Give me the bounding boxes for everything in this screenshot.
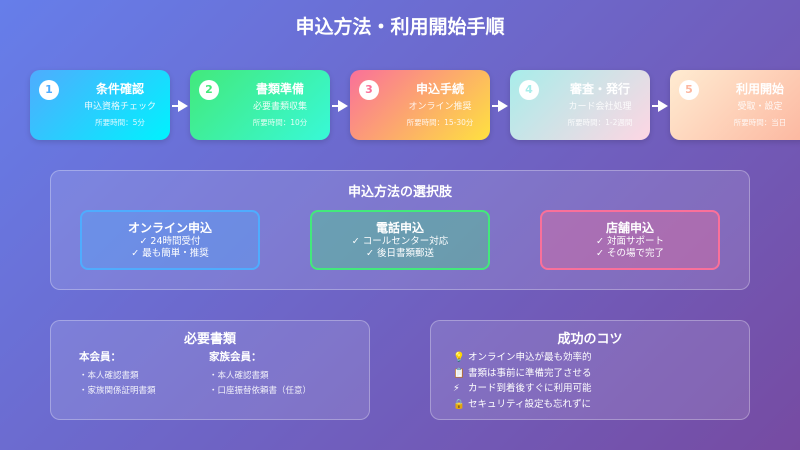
clipboard-icon: 📋 (453, 367, 465, 379)
main-member-docs: 本会員： ・本人確認書類 ・家族関係証明書類 (79, 349, 156, 399)
arrow-right-icon (652, 97, 668, 112)
main-member-heading: 本会員： (79, 351, 121, 363)
option-feature: ✓ コールセンター対応 (351, 236, 449, 247)
step-subtitle: 必要書類収集 (252, 102, 307, 112)
family-member-heading: 家族会員： (209, 351, 262, 363)
step-subtitle: カード会社処理 (568, 102, 632, 112)
family-member-docs: 家族会員： ・本人確認書類 ・口座振替依頼書（任意） (209, 349, 311, 399)
tip-item: 💡 オンライン申込が最も効率的 (453, 350, 592, 366)
step-2: 2 書類準備 必要書類収集 所要時間：10分 (190, 70, 330, 140)
option-feature: ✓ 後日書類郵送 (366, 248, 434, 259)
step-time: 所要時間：5分 (95, 118, 145, 127)
step-1: 1 条件確認 申込資格チェック 所要時間：5分 (30, 70, 170, 140)
step-subtitle: 申込資格チェック (83, 102, 156, 112)
step-5: 5 利用開始 受取・設定 所要時間：当日 (670, 70, 800, 140)
step-4: 4 審査・発行 カード会社処理 所要時間：1-2週間 (510, 70, 650, 140)
step-number: 2 (199, 80, 219, 100)
option-feature: ✓ 24時間受付 (139, 236, 201, 247)
tip-text: オンライン申込が最も効率的 (468, 352, 592, 363)
option-card: 電話申込✓ コールセンター対応✓ 後日書類郵送 (310, 210, 490, 270)
step-number: 3 (359, 80, 379, 100)
arrow-right-icon (332, 97, 348, 112)
step-title: 利用開始 (735, 82, 784, 96)
options-panel: 申込方法の選択肢 オンライン申込✓ 24時間受付✓ 最も簡単・推奨電話申込✓ コ… (50, 170, 750, 290)
lock-icon: 🔒 (453, 398, 465, 410)
option-feature: ✓ その場で完了 (596, 248, 664, 259)
tips-title: 成功のコツ (557, 332, 623, 347)
option-card: オンライン申込✓ 24時間受付✓ 最も簡単・推奨 (80, 210, 260, 270)
lightbulb-icon: 💡 (453, 352, 465, 363)
step-subtitle: オンライン推奨 (408, 102, 472, 112)
tip-item: 🔒 セキュリティ設定も忘れずに (453, 397, 592, 413)
step-title: 書類準備 (255, 82, 304, 96)
doc-item: ・本人確認書類 (209, 371, 269, 381)
step-number: 5 (679, 80, 699, 100)
tip-item: 📋 書類は事前に準備完了させる (453, 366, 592, 382)
step-time: 所要時間：当日 (733, 118, 787, 127)
step-3: 3 申込手続 オンライン推奨 所要時間：15-30分 (350, 70, 490, 140)
page-title: 申込方法・利用開始手順 (295, 16, 505, 38)
option-card: 店舗申込✓ 対面サポート✓ その場で完了 (540, 210, 720, 270)
step-title: 審査・発行 (569, 82, 630, 96)
doc-item: ・本人確認書類 (79, 371, 139, 381)
step-number: 4 (519, 80, 539, 100)
documents-title: 必要書類 (183, 332, 236, 347)
options-title: 申込方法の選択肢 (347, 185, 452, 200)
option-title: 店舗申込 (605, 221, 654, 235)
step-title: 条件確認 (95, 82, 144, 96)
step-time: 所要時間：1-2週間 (567, 118, 633, 127)
step-time: 所要時間：10分 (252, 118, 308, 127)
step-subtitle: 受取・設定 (737, 102, 783, 112)
documents-panel: 必要書類 本会員： ・本人確認書類 ・家族関係証明書類 家族会員： ・本人確認書… (50, 320, 370, 420)
step-title: 申込手続 (415, 82, 464, 96)
doc-item: ・家族関係証明書類 (79, 386, 156, 396)
tip-text: セキュリティ設定も忘れずに (468, 398, 591, 410)
tip-text: カード到着後すぐに利用可能 (468, 383, 592, 394)
step-time: 所要時間：15-30分 (406, 118, 474, 127)
arrow-right-icon (172, 97, 188, 112)
tip-text: 書類は事前に準備完了させる (468, 367, 592, 379)
tip-item: ⚡ カード到着後すぐに利用可能 (453, 381, 592, 397)
step-number: 1 (39, 80, 59, 100)
option-feature: ✓ 対面サポート (596, 236, 664, 247)
doc-item: ・口座振替依頼書（任意） (209, 386, 312, 396)
lightning-icon: ⚡ (453, 383, 460, 394)
option-title: オンライン申込 (127, 221, 212, 235)
arrow-right-icon (492, 97, 508, 112)
option-feature: ✓ 最も簡単・推奨 (131, 248, 209, 259)
option-title: 電話申込 (375, 221, 424, 235)
tips-panel: 成功のコツ 💡 オンライン申込が最も効率的📋 書類は事前に準備完了させる⚡ カー… (430, 320, 750, 420)
